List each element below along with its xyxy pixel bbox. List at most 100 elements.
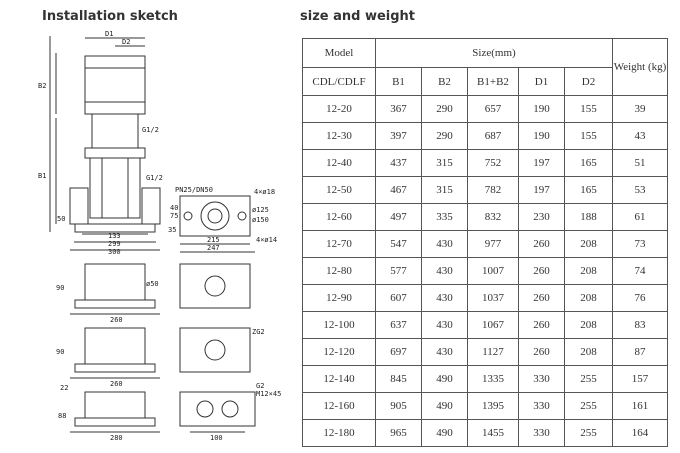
table-cell: 53 — [612, 176, 668, 204]
table-cell: 832 — [467, 203, 519, 231]
dim-label: 22 — [60, 384, 68, 392]
table-cell: 607 — [375, 284, 422, 312]
table-cell: 161 — [612, 392, 668, 420]
dim-label: 247 — [207, 244, 220, 252]
table-cell: 12-120 — [302, 338, 376, 366]
table-cell: 208 — [564, 284, 613, 312]
dim-label: 280 — [110, 434, 123, 442]
table-cell: 39 — [612, 95, 668, 123]
table-cell: 497 — [375, 203, 422, 231]
table-cell: 76 — [612, 284, 668, 312]
size-weight-table: Model Size(mm) Weight (kg) CDL/CDLF B1 B… — [302, 38, 668, 447]
table-cell: 12-70 — [302, 230, 376, 258]
dim-label: 260 — [110, 380, 123, 388]
table-cell: 260 — [518, 230, 565, 258]
table-cell: 1335 — [467, 365, 519, 393]
dim-label: B2 — [38, 82, 46, 90]
table-cell: 430 — [421, 257, 468, 285]
table-cell: 12-100 — [302, 311, 376, 339]
table-cell: 657 — [467, 95, 519, 123]
table-cell: 397 — [375, 122, 422, 150]
motor-body — [84, 55, 146, 115]
dim-label: 260 — [110, 316, 123, 324]
table-cell: 330 — [518, 365, 565, 393]
dim-label: 300 — [108, 248, 121, 256]
dim-label: ø125 — [252, 206, 269, 214]
table-cell: 1007 — [467, 257, 519, 285]
table-cell: 637 — [375, 311, 422, 339]
dim-label: 4×ø14 — [256, 236, 277, 244]
table-cell: 260 — [518, 257, 565, 285]
table-cell: 197 — [518, 176, 565, 204]
table-cell: 845 — [375, 365, 422, 393]
dim-label: 90 — [56, 348, 64, 356]
table-cell: 230 — [518, 203, 565, 231]
table-cell: 164 — [612, 419, 668, 447]
table-cell: 290 — [421, 122, 468, 150]
table-cell: 697 — [375, 338, 422, 366]
pump-base — [74, 223, 156, 233]
table-cell: 315 — [421, 176, 468, 204]
base-plan-3 — [179, 391, 256, 427]
dim-label: 90 — [56, 284, 64, 292]
table-cell: 208 — [564, 230, 613, 258]
dim-label: PN25/DN50 — [175, 186, 213, 194]
dim-label: G1/2 — [146, 174, 163, 182]
table-cell: 12-60 — [302, 203, 376, 231]
table-cell: 255 — [564, 392, 613, 420]
inlet-flange — [69, 187, 89, 225]
table-cell: 87 — [612, 338, 668, 366]
dim-label: 133 — [108, 232, 121, 240]
table-cell: 430 — [421, 284, 468, 312]
dim-label: D2 — [122, 38, 130, 46]
dim-label: D1 — [105, 30, 113, 38]
table-cell: 430 — [421, 230, 468, 258]
installation-sketch-heading: Installation sketch — [42, 9, 178, 24]
table-cell: 155 — [564, 122, 613, 150]
table-cell: 208 — [564, 311, 613, 339]
header-model: Model — [302, 38, 376, 68]
table-cell: 1395 — [467, 392, 519, 420]
table-cell: 1037 — [467, 284, 519, 312]
table-cell: 12-90 — [302, 284, 376, 312]
dim-label: B1 — [38, 172, 46, 180]
subheader-cdl: CDL/CDLF — [302, 67, 376, 96]
dim-label: 75 — [170, 212, 178, 220]
table-cell: 12-30 — [302, 122, 376, 150]
table-cell: 367 — [375, 95, 422, 123]
pump-stack — [89, 157, 141, 219]
table-cell: 197 — [518, 149, 565, 177]
subheader-d1: D1 — [518, 67, 565, 96]
table-cell: 1127 — [467, 338, 519, 366]
table-cell: 260 — [518, 284, 565, 312]
table-cell: 74 — [612, 257, 668, 285]
table-cell: 255 — [564, 365, 613, 393]
table-cell: 190 — [518, 95, 565, 123]
dim-label: 40 — [170, 204, 178, 212]
table-subheader-row: CDL/CDLF B1 B2 B1+B2 D1 D2 — [302, 67, 668, 96]
table-cell: 752 — [467, 149, 519, 177]
base-plan-1 — [179, 263, 251, 309]
table-cell: 208 — [564, 338, 613, 366]
table-cell: 547 — [375, 230, 422, 258]
table-cell: 165 — [564, 149, 613, 177]
flange-top-view — [179, 195, 251, 237]
dim-label: 88 — [58, 412, 66, 420]
header-weight: Weight (kg) — [612, 38, 668, 96]
table-cell: 190 — [518, 122, 565, 150]
table-cell: 157 — [612, 365, 668, 393]
dim-label: G2 — [256, 382, 264, 390]
pump-drawing-svg: D1 D2 B2 G1/2 B1 G1/2 50 133 299 300 PN2… — [38, 30, 281, 442]
table-cell: 61 — [612, 203, 668, 231]
installation-sketch-drawing: D1 D2 B2 G1/2 B1 G1/2 50 133 299 300 PN2… — [30, 28, 300, 448]
table-cell: 12-40 — [302, 149, 376, 177]
table-cell: 905 — [375, 392, 422, 420]
table-cell: 335 — [421, 203, 468, 231]
